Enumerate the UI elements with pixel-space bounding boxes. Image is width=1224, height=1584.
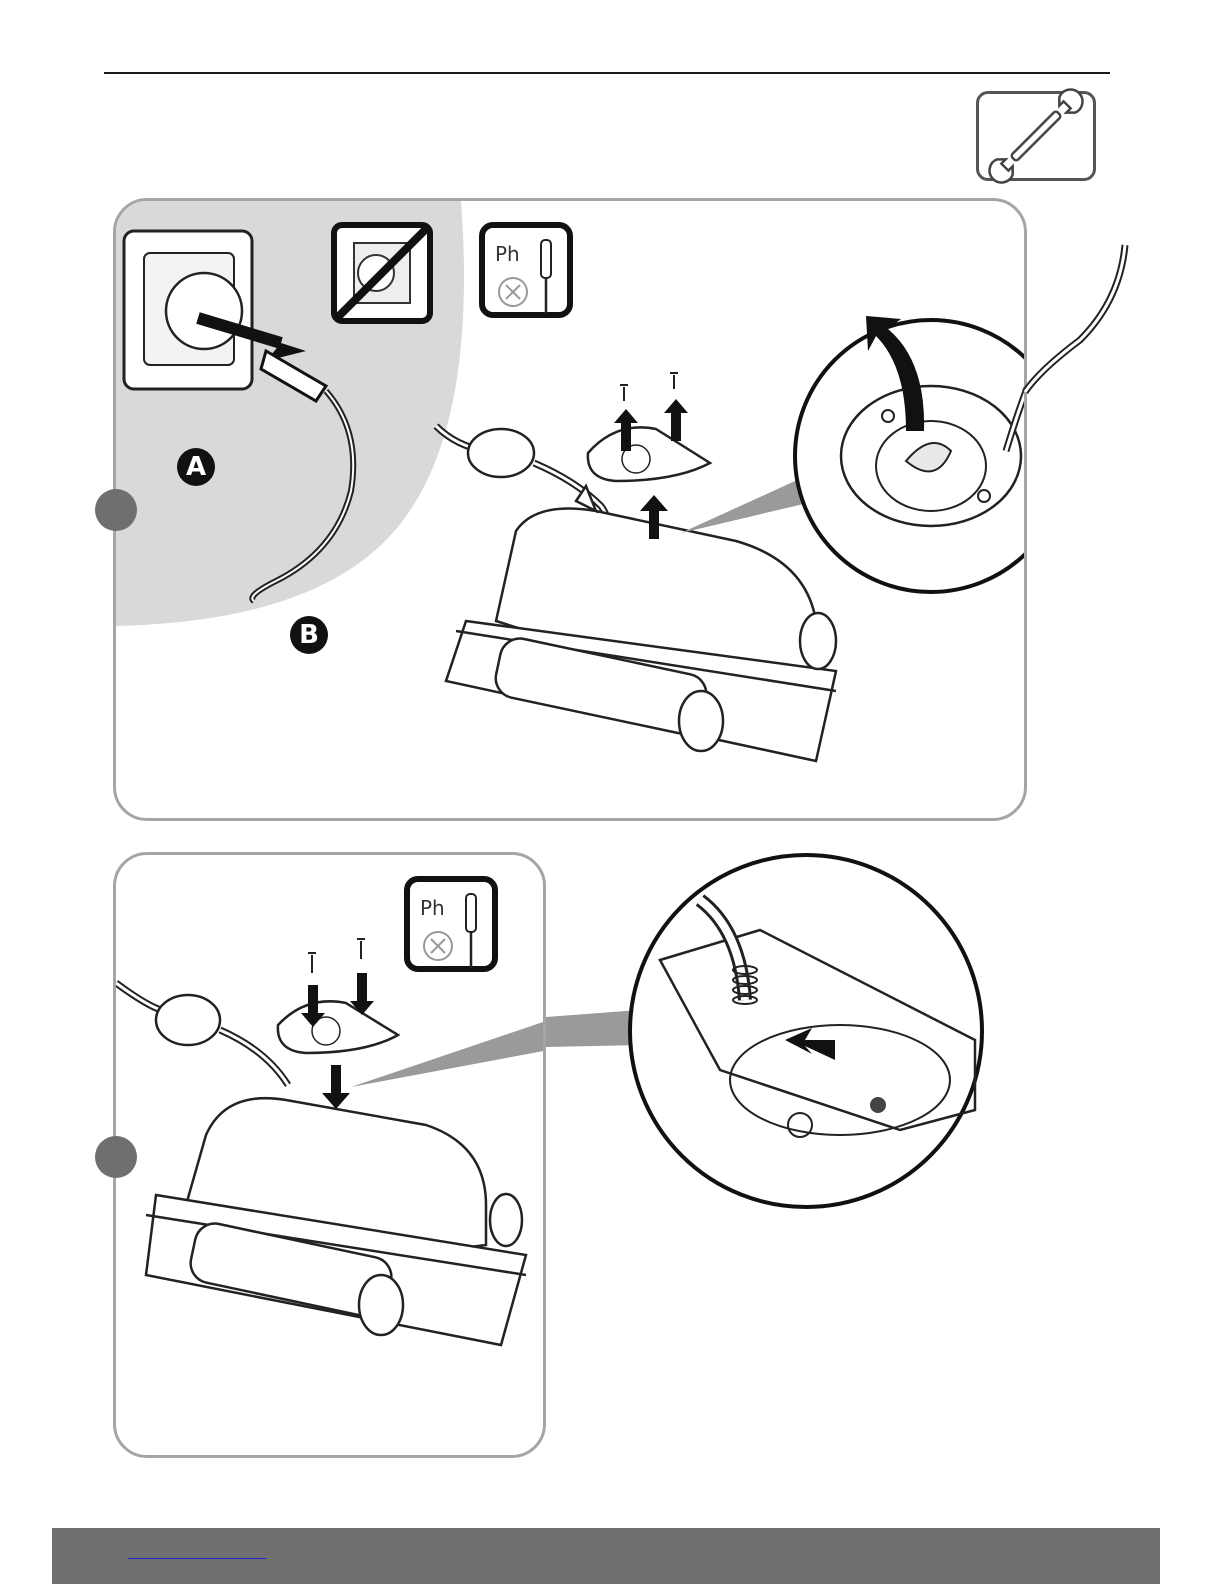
footer-bar [52,1528,1160,1584]
footer-link[interactable] [128,1558,266,1559]
step-2-marker [95,1136,137,1178]
